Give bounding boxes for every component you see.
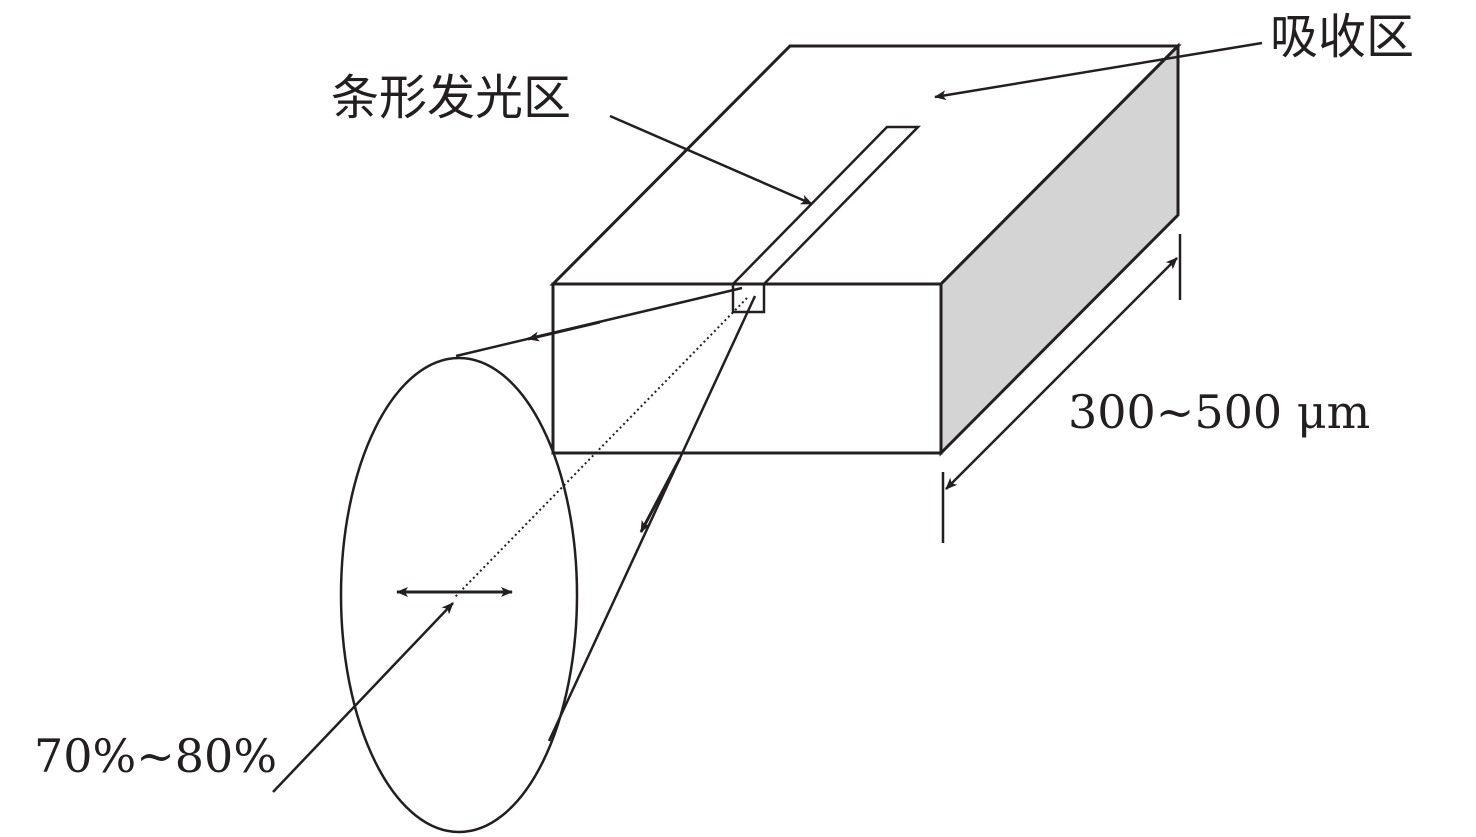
length-range-label: 300~500 μm <box>1068 385 1370 439</box>
beam-lower-edge <box>547 295 757 742</box>
chip-front-face <box>551 282 943 455</box>
stripe-leader-arrow <box>609 114 813 206</box>
beam-upper-edge-arrow <box>527 320 601 342</box>
dimension-double-arrow <box>945 257 1178 490</box>
absorption-region-label: 吸收区 <box>1270 9 1414 65</box>
percentage-leader-arrow <box>272 602 454 793</box>
beam-spot-ellipse <box>339 356 579 834</box>
stripe-emission-region-label: 条形发光区 <box>331 70 571 126</box>
percentage-range-label: 70%~80% <box>34 729 277 783</box>
beam-lower-edge-arrow <box>639 457 682 533</box>
absorption-leader-arrow <box>934 41 1263 101</box>
